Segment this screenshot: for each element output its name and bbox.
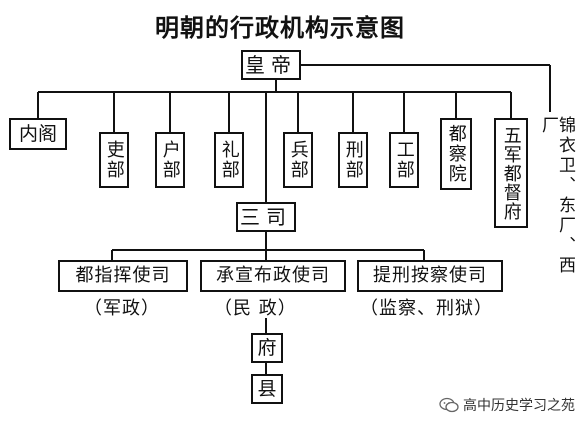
fu-box: 府	[251, 333, 283, 363]
chengxuanbuzhengshisi-box: 承宣布政使司	[200, 260, 346, 292]
jinyiwei-dongchang-xichang: 锦衣卫、东厂、西厂	[538, 116, 575, 276]
emperor-box: 皇帝	[241, 50, 301, 80]
ministry-li-box: 吏部	[99, 132, 129, 188]
ministry-rites-box: 礼部	[214, 132, 244, 188]
ministry-justice-box: 刑部	[338, 132, 368, 188]
ministry-war-box: 兵部	[283, 132, 313, 188]
ministry-works-box: 工部	[389, 132, 419, 188]
diagram-title: 明朝的行政机构示意图	[155, 13, 405, 42]
duty-supervision: （监察、刑狱）	[360, 298, 493, 319]
duchayuan-box: 都察院	[440, 118, 472, 190]
xian-box: 县	[251, 374, 283, 404]
neige-box: 内阁	[9, 118, 67, 150]
duty-military: （军政）	[84, 298, 160, 319]
duzhihuishisi-box: 都指挥使司	[58, 260, 188, 292]
watermark-text: 高中历史学习之苑	[463, 398, 575, 414]
wechat-icon	[439, 397, 459, 413]
ministry-hu-box: 户部	[155, 132, 185, 188]
watermark: 高中历史学习之苑	[439, 395, 575, 415]
duty-civil: （民 政）	[214, 298, 297, 319]
wujun-dudufu-box: 五军都督府	[494, 118, 528, 228]
tixinganchashisi-box: 提刑按察使司	[357, 260, 503, 292]
sansi-box: 三司	[236, 202, 296, 232]
